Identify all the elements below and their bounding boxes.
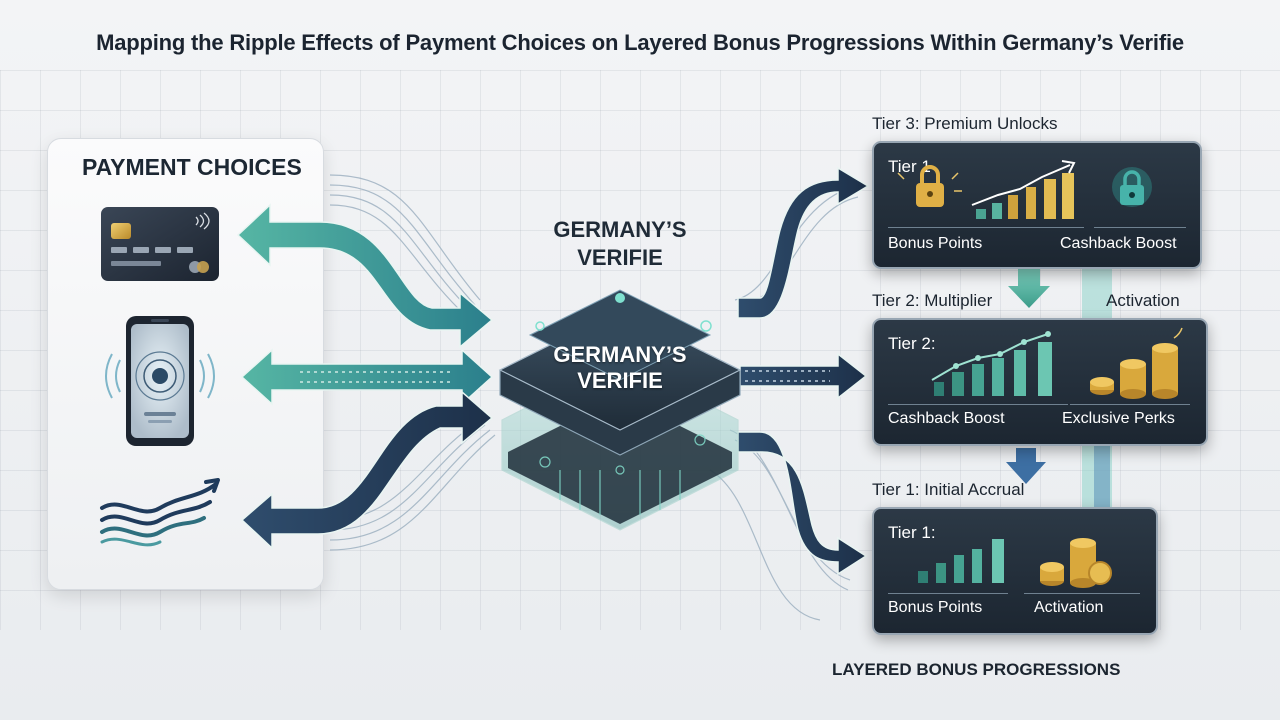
arrow-phone-to-hub xyxy=(240,348,494,406)
tier3-heading: Tier 3: Premium Unlocks xyxy=(872,114,1058,133)
tier2-right-label: Exclusive Perks xyxy=(1062,410,1175,427)
tier2-left-label: Cashback Boost xyxy=(888,410,1005,427)
padlock-icon xyxy=(916,165,944,207)
down-arrow-tier2-to-tier1 xyxy=(1006,448,1046,484)
tier3-divider-left xyxy=(888,227,1084,228)
teal-lock-icon xyxy=(1112,167,1152,207)
wave-transfer-icon xyxy=(100,478,220,547)
tier1-left-label: Bonus Points xyxy=(888,599,983,616)
tier1-box-name: Tier 1: xyxy=(888,523,936,542)
arrow-hub-to-tier2 xyxy=(739,352,868,400)
coin-stacks-icon xyxy=(1040,538,1112,588)
trend-arrow-icon xyxy=(1061,160,1076,174)
down-arrow-tier3-to-tier2 xyxy=(1008,268,1050,308)
hub-title-line1: GERMANY’S xyxy=(553,217,687,242)
trend-dots xyxy=(953,331,1051,369)
trend-line xyxy=(931,333,1049,381)
arrow-card-to-hub xyxy=(236,203,494,349)
hub-label: GERMANY’S VERIFIE xyxy=(520,342,720,394)
arrow-hub-to-tier3 xyxy=(737,166,870,319)
arrow-transfer-to-hub xyxy=(240,390,494,550)
tier2-divider-right xyxy=(1070,404,1190,405)
tier3-graphics xyxy=(897,160,1152,219)
hub-label-line1: GERMANY’S xyxy=(553,342,687,367)
left-ripple-lines xyxy=(329,174,496,551)
tier2-box-name: Tier 2: xyxy=(888,334,936,353)
layered-bonus-progressions-label: LAYERED BONUS PROGRESSIONS xyxy=(832,660,1121,679)
payment-choices-heading: PAYMENT CHOICES xyxy=(82,154,302,180)
hub-title-line2: VERIFIE xyxy=(577,245,663,270)
coin-stacks-icon xyxy=(1090,327,1183,399)
tier3-box-name: Tier 1 xyxy=(888,157,931,176)
trend-line xyxy=(971,164,1071,206)
tier1-box: Tier 1: Bonus Points Activation xyxy=(872,507,1158,635)
tier-connector-bar-dark xyxy=(1094,440,1110,512)
smartphone-nfc-icon xyxy=(105,316,215,446)
growth-bars xyxy=(976,173,1074,219)
hub-label-line2: VERIFIE xyxy=(577,368,663,393)
tier1-divider-left xyxy=(888,593,1008,594)
tier2-divider-left xyxy=(888,404,1068,405)
tier1-right-label: Activation xyxy=(1034,599,1104,616)
tier1-heading: Tier 1: Initial Accrual xyxy=(872,480,1025,499)
tier2-arrow-dashes xyxy=(745,370,830,382)
tier3-left-label: Bonus Points xyxy=(888,235,983,252)
tier3-divider-right xyxy=(1094,227,1186,228)
sparkle-lines xyxy=(897,172,962,192)
hub-title: GERMANY’S VERIFIE xyxy=(520,216,720,272)
tier3-right-label: Cashback Boost xyxy=(1060,235,1177,252)
tier1-graphics xyxy=(918,538,1112,588)
page-title: Mapping the Ripple Effects of Payment Ch… xyxy=(96,30,1184,55)
credit-card-icon xyxy=(101,207,219,281)
growth-bars xyxy=(934,342,1052,396)
tier2-heading-left: Tier 2: Multiplier xyxy=(872,291,993,310)
growth-bars xyxy=(918,539,1004,583)
tier2-box: Tier 2: Cashback Boost Exclusi xyxy=(872,318,1208,446)
tier2-graphics xyxy=(931,327,1183,399)
tier3-box: Tier 1 Bonus Points Cashback Boost xyxy=(872,141,1202,269)
tier2-heading-right: Activation xyxy=(1106,291,1180,310)
arrow-hub-to-tier1 xyxy=(737,431,868,576)
tier1-divider-right xyxy=(1024,593,1140,594)
